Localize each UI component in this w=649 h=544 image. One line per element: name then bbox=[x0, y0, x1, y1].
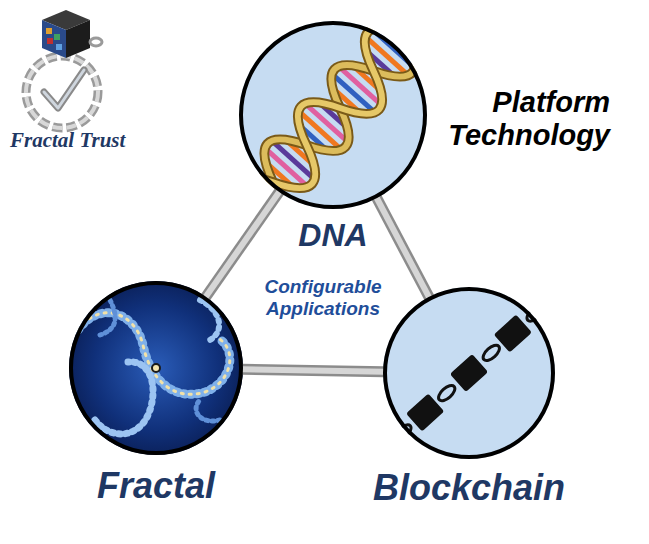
circle-outline bbox=[69, 281, 243, 455]
dna-circle: DNA bbox=[239, 21, 427, 209]
center-label: Configurable Applications bbox=[242, 276, 404, 320]
connector-bar bbox=[242, 369, 384, 371]
fractal-illustration bbox=[69, 281, 243, 455]
circle-outline bbox=[239, 21, 427, 209]
dna-illustration bbox=[217, 0, 462, 240]
blockchain-circle: Blockchain bbox=[383, 287, 555, 459]
node-title: DNA bbox=[298, 217, 367, 254]
connector-bar bbox=[376, 197, 429, 298]
fractal-circle: Fractal bbox=[69, 281, 243, 455]
blockchain-illustration bbox=[383, 287, 555, 459]
logo-text: Fractal Trust bbox=[10, 128, 170, 152]
node-title: Blockchain bbox=[373, 467, 565, 508]
circle-outline bbox=[383, 287, 555, 459]
platform-label: Platform Technology bbox=[424, 86, 610, 153]
logo-icon bbox=[26, 10, 102, 128]
node-title: Fractal bbox=[97, 465, 215, 506]
